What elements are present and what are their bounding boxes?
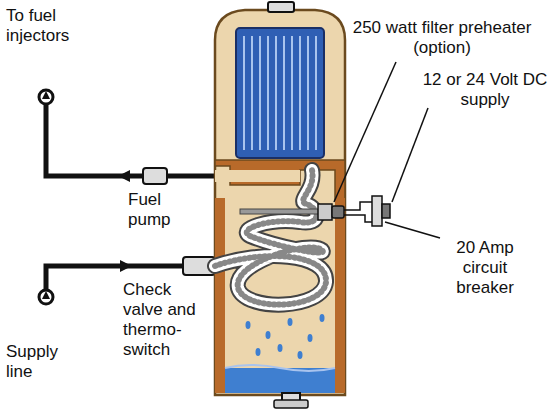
- wire: [344, 202, 372, 210]
- power-label: 12 or 24 Volt DC supply: [420, 70, 550, 110]
- outlet-channel: [215, 170, 300, 182]
- supply-end: [39, 290, 53, 304]
- flow-arrow: [120, 260, 132, 272]
- filter-pleats: [244, 36, 316, 150]
- leader-line: [385, 222, 440, 238]
- breaker-switch: [382, 204, 390, 218]
- outlet-arrow: [42, 91, 50, 99]
- valve-label: Check valve and thermo-switch: [123, 280, 211, 360]
- outlet-pipe: [46, 104, 215, 176]
- fuel-pump-fitting: [143, 168, 167, 184]
- inner-wall: [215, 198, 225, 393]
- filter-housing: [215, 10, 345, 395]
- filter-element: [236, 28, 324, 158]
- water-droplets: [246, 314, 325, 359]
- wire: [344, 215, 372, 222]
- pump-label: Fuel pump: [128, 190, 198, 230]
- water-surface: [225, 365, 335, 371]
- heater-fitting: [332, 206, 344, 218]
- drain-valve: [274, 400, 308, 408]
- circuit-breaker: [372, 196, 382, 226]
- inner-wall: [215, 160, 345, 200]
- leader-line: [334, 62, 396, 202]
- outlet-end: [39, 90, 53, 104]
- water-layer: [225, 368, 335, 393]
- heater-rod: [240, 209, 322, 214]
- breaker-label: 20 Amp circuit breaker: [440, 238, 530, 298]
- leader-line: [392, 108, 428, 202]
- supply-label: Supply line: [6, 342, 86, 382]
- heater-label: 250 watt filter preheater (option): [352, 18, 532, 58]
- heater-fitting: [318, 204, 332, 220]
- top-plug: [268, 2, 294, 12]
- flow-arrow: [118, 170, 130, 182]
- supply-arrow: [42, 291, 50, 299]
- fuel-swirl: [215, 170, 326, 305]
- inner-wall: [335, 198, 345, 393]
- outlet-label: To fuel injectors: [6, 6, 106, 46]
